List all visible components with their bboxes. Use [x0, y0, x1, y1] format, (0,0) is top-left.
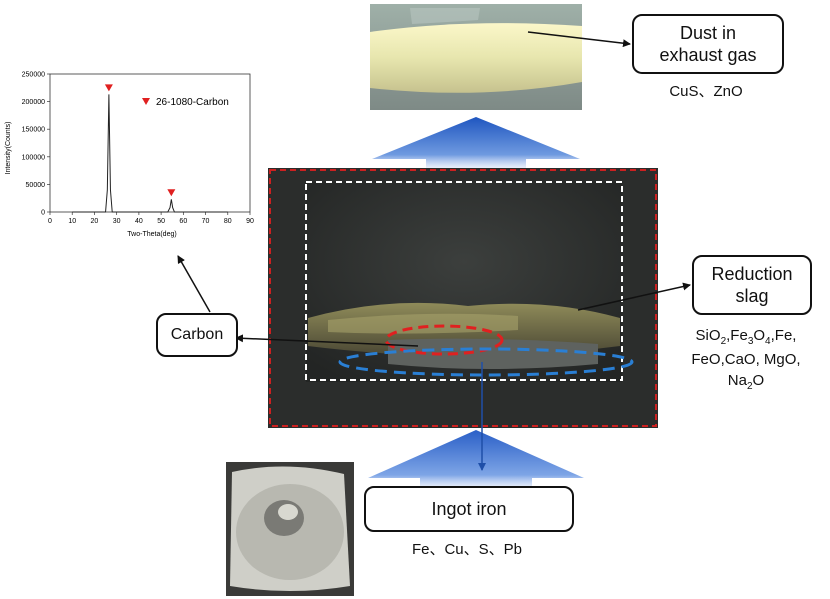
- legend-label: 26-1080-Carbon: [156, 97, 229, 108]
- carbon-connector: [235, 334, 419, 347]
- peak-marker: [104, 84, 113, 92]
- x-tick-label: 20: [91, 218, 99, 225]
- x-tick-label: 90: [246, 218, 254, 225]
- dust-label: Dust in exhaust gas: [659, 22, 757, 66]
- dust-photo: [370, 4, 582, 110]
- formula-text: FeO,CaO, MgO,: [691, 351, 801, 368]
- slag-composition-line: FeO,CaO, MgO,: [662, 349, 830, 370]
- formula-text: Na: [727, 372, 747, 389]
- formula-text: ,Fe,: [770, 327, 797, 344]
- peak-marker: [167, 189, 176, 197]
- y-tick-label: 250000: [22, 72, 45, 79]
- slag-composition-line: Na2O: [662, 370, 830, 394]
- ingot-composition: Fe、Cu、S、Pb: [411, 541, 523, 558]
- x-axis-label: Two-Theta(deg): [127, 231, 176, 238]
- formula-text: SiO: [695, 327, 721, 344]
- subscript: 3: [747, 336, 754, 347]
- x-tick-label: 10: [68, 218, 76, 225]
- x-tick-label: 70: [202, 218, 210, 225]
- x-tick-label: 80: [224, 218, 232, 225]
- y-tick-label: 150000: [22, 127, 45, 134]
- up-arrow-bottom: [368, 430, 584, 490]
- up-arrow-top: [372, 117, 580, 171]
- subscript: 2: [746, 381, 753, 392]
- reduction-label-box: Reduction slag: [692, 255, 812, 315]
- y-tick-label: 0: [41, 210, 45, 217]
- formula-text: ,Fe: [726, 327, 748, 344]
- dust-connector: [527, 31, 631, 48]
- subscript: 2: [720, 336, 727, 347]
- carbon-label-box: Carbon: [156, 313, 238, 357]
- y-tick-label: 100000: [22, 154, 45, 161]
- y-axis-label: Intensity(Counts): [5, 122, 12, 175]
- y-tick-label: 50000: [26, 182, 46, 189]
- x-tick-label: 30: [113, 218, 121, 225]
- slag-composition-line: SiO2,Fe3O4,Fe,: [662, 325, 830, 349]
- carbon-to-chart-connector: [177, 255, 211, 313]
- slag-composition: SiO2,Fe3O4,Fe,FeO,CaO, MgO,Na2O: [662, 325, 830, 394]
- slag-photo: [268, 168, 658, 428]
- ingot-photo: [226, 462, 354, 596]
- subscript: 4: [765, 336, 771, 347]
- x-tick-label: 60: [179, 218, 187, 225]
- x-tick-label: 0: [48, 218, 52, 225]
- reduction-connector: [577, 282, 691, 311]
- ingot-label: Ingot iron: [431, 498, 507, 519]
- xrd-series-line: [72, 94, 228, 213]
- legend-marker: [142, 98, 150, 105]
- formula-text: O: [753, 327, 766, 344]
- x-tick-label: 40: [135, 218, 143, 225]
- reduction-label: Reduction slag: [711, 263, 793, 307]
- x-tick-label: 50: [157, 218, 165, 225]
- ingot-label-box: Ingot iron: [364, 486, 574, 532]
- xrd-chart: Intensity(Counts) Two-Theta(deg) 0 10 20 30…: [5, 72, 254, 239]
- plot-frame: [49, 73, 251, 213]
- dust-composition: CuS、ZnO: [669, 83, 743, 100]
- dust-label-box: Dust in exhaust gas: [632, 14, 784, 74]
- carbon-label: Carbon: [170, 326, 224, 343]
- y-tick-label: 200000: [22, 99, 45, 106]
- formula-text: O: [752, 372, 765, 389]
